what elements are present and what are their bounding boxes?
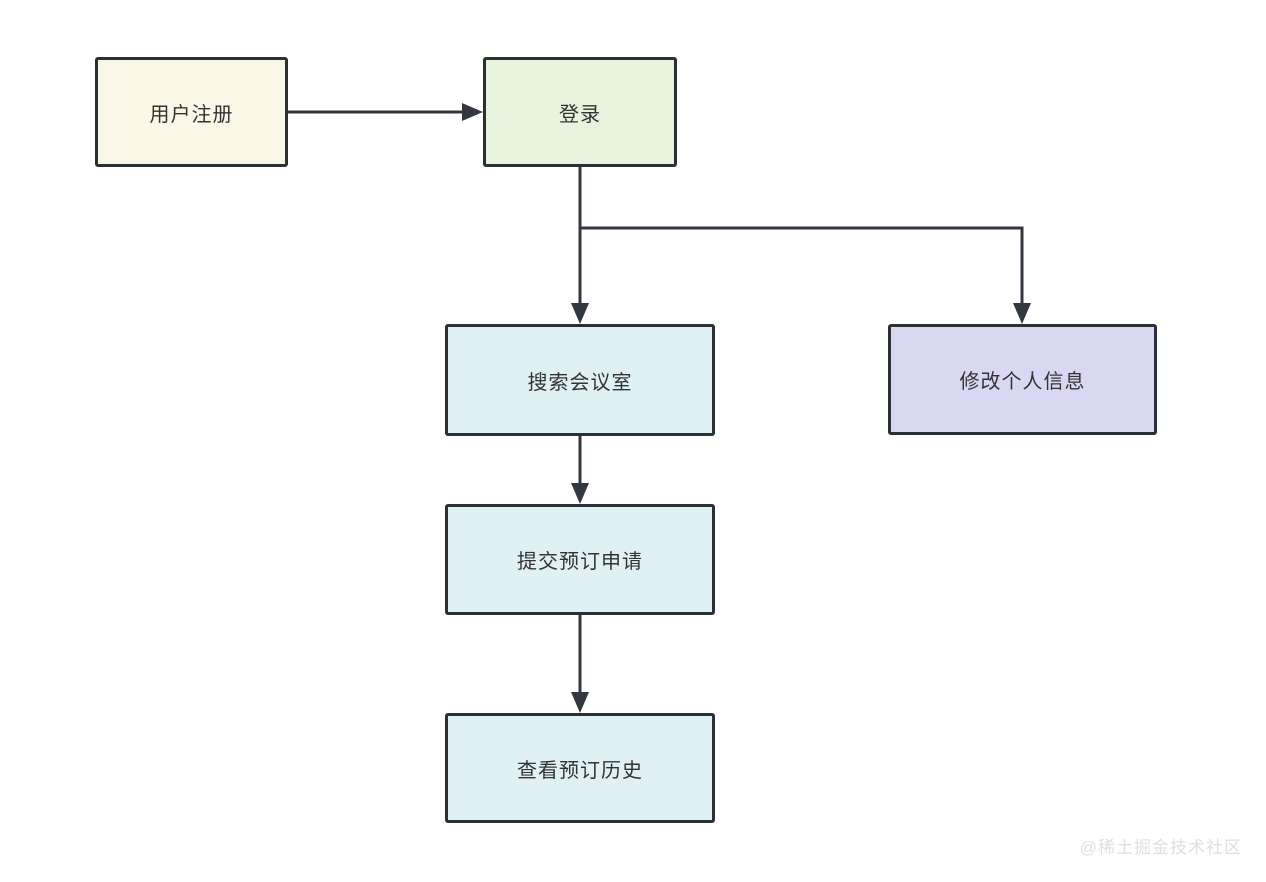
watermark: @稀土掘金技术社区: [1079, 838, 1242, 857]
node-search-meeting-room: 搜索会议室: [445, 324, 715, 436]
edge-login-to-profile: [580, 226, 1031, 324]
edge-submit-to-history: [571, 615, 589, 713]
edge-login-to-search: [571, 167, 589, 324]
node-label: 修改个人信息: [959, 371, 1086, 393]
edge-search-to-submit: [571, 436, 589, 504]
node-edit-profile: 修改个人信息: [888, 324, 1157, 435]
node-label: 搜索会议室: [527, 371, 633, 394]
node-user-register: 用户注册: [95, 57, 288, 167]
node-submit-booking: 提交预订申请: [445, 504, 715, 615]
node-login: 登录: [483, 57, 677, 167]
node-view-booking-history: 查看预订历史: [445, 713, 715, 823]
node-label: 用户注册: [149, 103, 234, 126]
node-label: 查看预订历史: [517, 759, 643, 782]
node-label: 提交预订申请: [517, 551, 643, 573]
edge-register-to-login: [288, 103, 483, 121]
node-label: 登录: [559, 103, 601, 126]
